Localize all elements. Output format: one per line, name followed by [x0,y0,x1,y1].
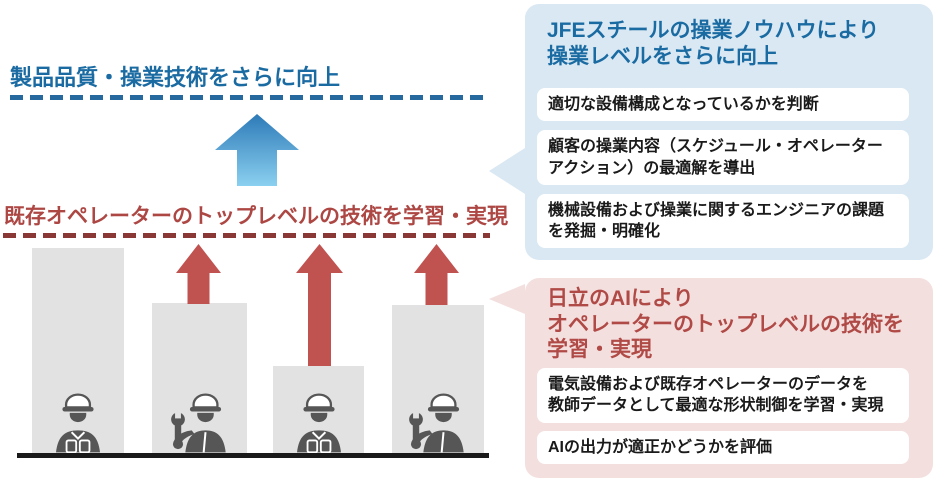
hitachi-callout-items: 電気設備および既存オペレーターのデータを 教師データとして最適な形状制御を学習・… [537,368,909,464]
jfe-item-3: 機械設備および操業に関するエンジニアの課題 を発掘・明確化 [537,193,909,249]
wrench-worker-icon [409,393,464,453]
big-up-arrow-icon [215,114,299,186]
jfe-callout-panel: JFEスチールの操業ノウハウにより 操業レベルをさらに向上 適切な設備構成となっ… [489,4,933,260]
jfe-item-1: 適切な設備構成となっているかを判断 [537,88,909,122]
skill-up-arrow-icon [176,244,221,304]
hitachi-callout-panel: 日立のAIにより オペレーターのトップレベルの技術を 学習・実現 電気設備および… [489,278,933,478]
vest-worker-icon [56,393,100,454]
skill-bar-3 [273,366,364,457]
skill-up-arrow-icon [414,244,459,305]
callout-tail-left-icon [489,284,525,314]
hitachi-item-1: 電気設備および既存オペレーターのデータを 教師データとして最適な形状制御を学習・… [537,368,909,423]
wrench-worker-icon [170,393,226,453]
jfe-item-2: 顧客の操業内容（スケジュール・オペレーター アクション）の最適解を導出 [537,130,909,185]
skill-up-arrow-icon [296,244,343,366]
hitachi-item-2: AIの出力が適正かどうかを評価 [537,430,909,464]
goal-dashed-line [10,95,487,100]
skill-bar-1 [32,248,124,457]
skill-bar-2 [152,303,247,457]
jfe-callout-items: 適切な設備構成となっているかを判断 顧客の操業内容（スケジュール・オペレーター … [537,88,909,249]
ground-line [17,453,489,458]
goal-label: 製品品質・操業技術をさらに向上 [10,65,341,90]
jfe-callout-title: JFEスチールの操業ノウハウにより 操業レベルをさらに向上 [547,19,880,68]
baseline-label: 既存オペレーターのトップレベルの技術を学習・実現 [4,205,508,228]
hitachi-callout-title: 日立のAIにより オペレーターのトップレベルの技術を 学習・実現 [547,287,904,362]
vest-worker-icon [296,393,341,454]
baseline-dashed-line [3,233,490,238]
skill-bar-4 [392,305,484,457]
callout-tail-left-icon [489,148,525,194]
